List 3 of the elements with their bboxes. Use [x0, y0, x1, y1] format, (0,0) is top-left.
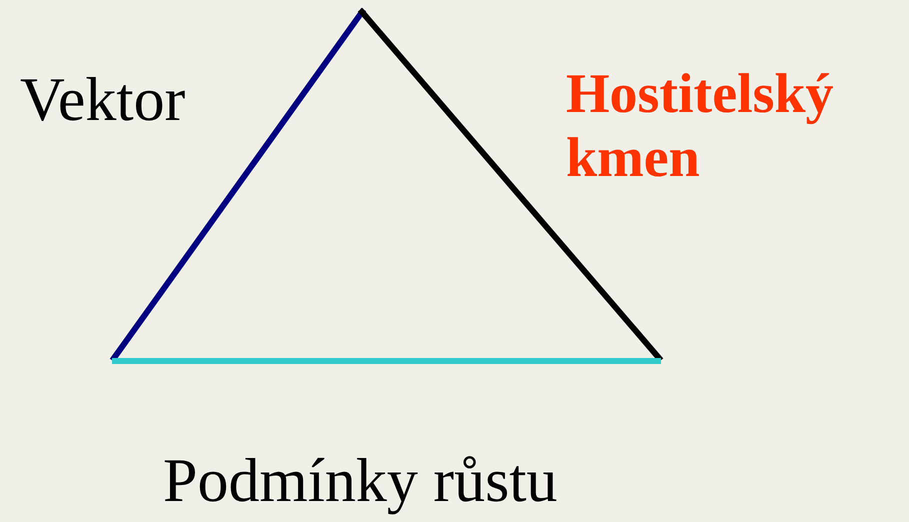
side-label: Vektor: [20, 65, 186, 136]
side-label: Hostitelský kmen: [566, 62, 835, 191]
side-label: Podmínky růstu: [163, 446, 558, 517]
